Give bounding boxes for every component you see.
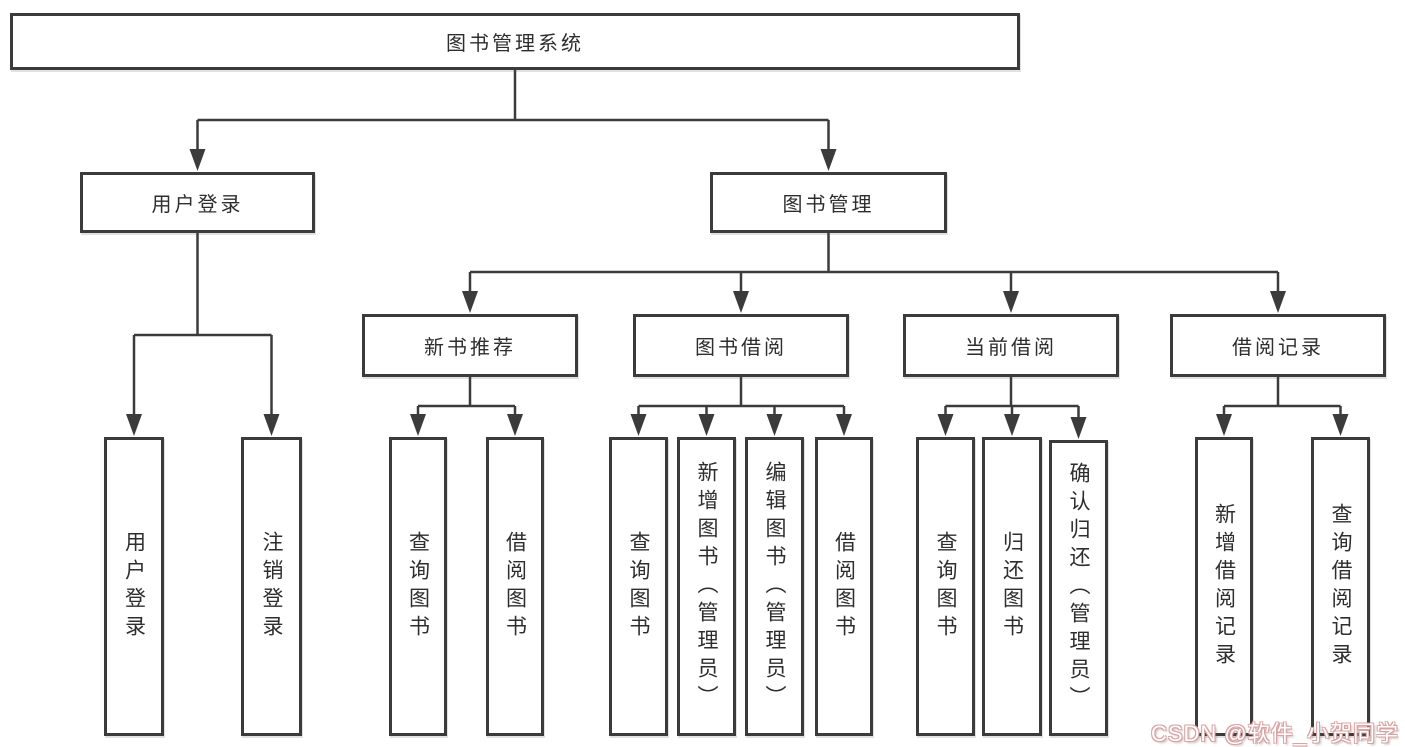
leaf-add-books-admin: 新增图书（管理员） (677, 437, 736, 736)
leaf-query-books-current: 查询图书 (916, 437, 975, 736)
node-book-borrow: 图书借阅 (633, 314, 849, 377)
leaf-query-books-recommend: 查询图书 (389, 437, 447, 736)
watermark: CSDN @软件_小贺同学 (1150, 721, 1399, 746)
leaf-user-login: 用户登录 (104, 437, 164, 736)
leaf-borrow-books: 借阅图书 (815, 437, 873, 736)
leaf-logout: 注销登录 (241, 437, 302, 736)
leaf-query-borrow-record: 查询借阅记录 (1311, 437, 1370, 736)
leaf-confirm-return-admin: 确认归还（管理员） (1049, 440, 1108, 736)
leaf-label: 查询借阅记录 (1329, 502, 1352, 671)
leaf-add-borrow-record: 新增借阅记录 (1195, 437, 1253, 736)
leaf-label: 编辑图书（管理员） (763, 460, 786, 713)
node-current-borrow: 当前借阅 (903, 314, 1119, 377)
node-library-management-system: 图书管理系统 (10, 13, 1020, 70)
leaf-label: 新增借阅记录 (1212, 502, 1236, 671)
node-new-book-recommend: 新书推荐 (362, 314, 578, 377)
leaf-label: 查询图书 (934, 530, 957, 643)
leaf-label: 用户登录 (122, 530, 146, 643)
leaf-label: 归还图书 (1000, 530, 1024, 643)
leaf-label: 新增图书（管理员） (695, 460, 718, 713)
leaf-label: 借阅图书 (832, 530, 856, 643)
node-user-login: 用户登录 (80, 172, 315, 233)
leaf-label: 确认归还（管理员） (1067, 462, 1090, 714)
leaf-edit-books-admin: 编辑图书（管理员） (745, 437, 804, 736)
leaf-return-books: 归还图书 (982, 437, 1042, 736)
leaf-borrow-books-recommend: 借阅图书 (486, 437, 544, 736)
node-borrow-records: 借阅记录 (1170, 314, 1386, 377)
leaf-label: 注销登录 (260, 530, 283, 643)
leaf-label: 查询图书 (406, 530, 430, 643)
leaf-label: 借阅图书 (503, 530, 527, 643)
leaf-query-books-borrow: 查询图书 (609, 437, 668, 736)
node-book-management: 图书管理 (710, 172, 947, 233)
leaf-label: 查询图书 (627, 530, 650, 643)
